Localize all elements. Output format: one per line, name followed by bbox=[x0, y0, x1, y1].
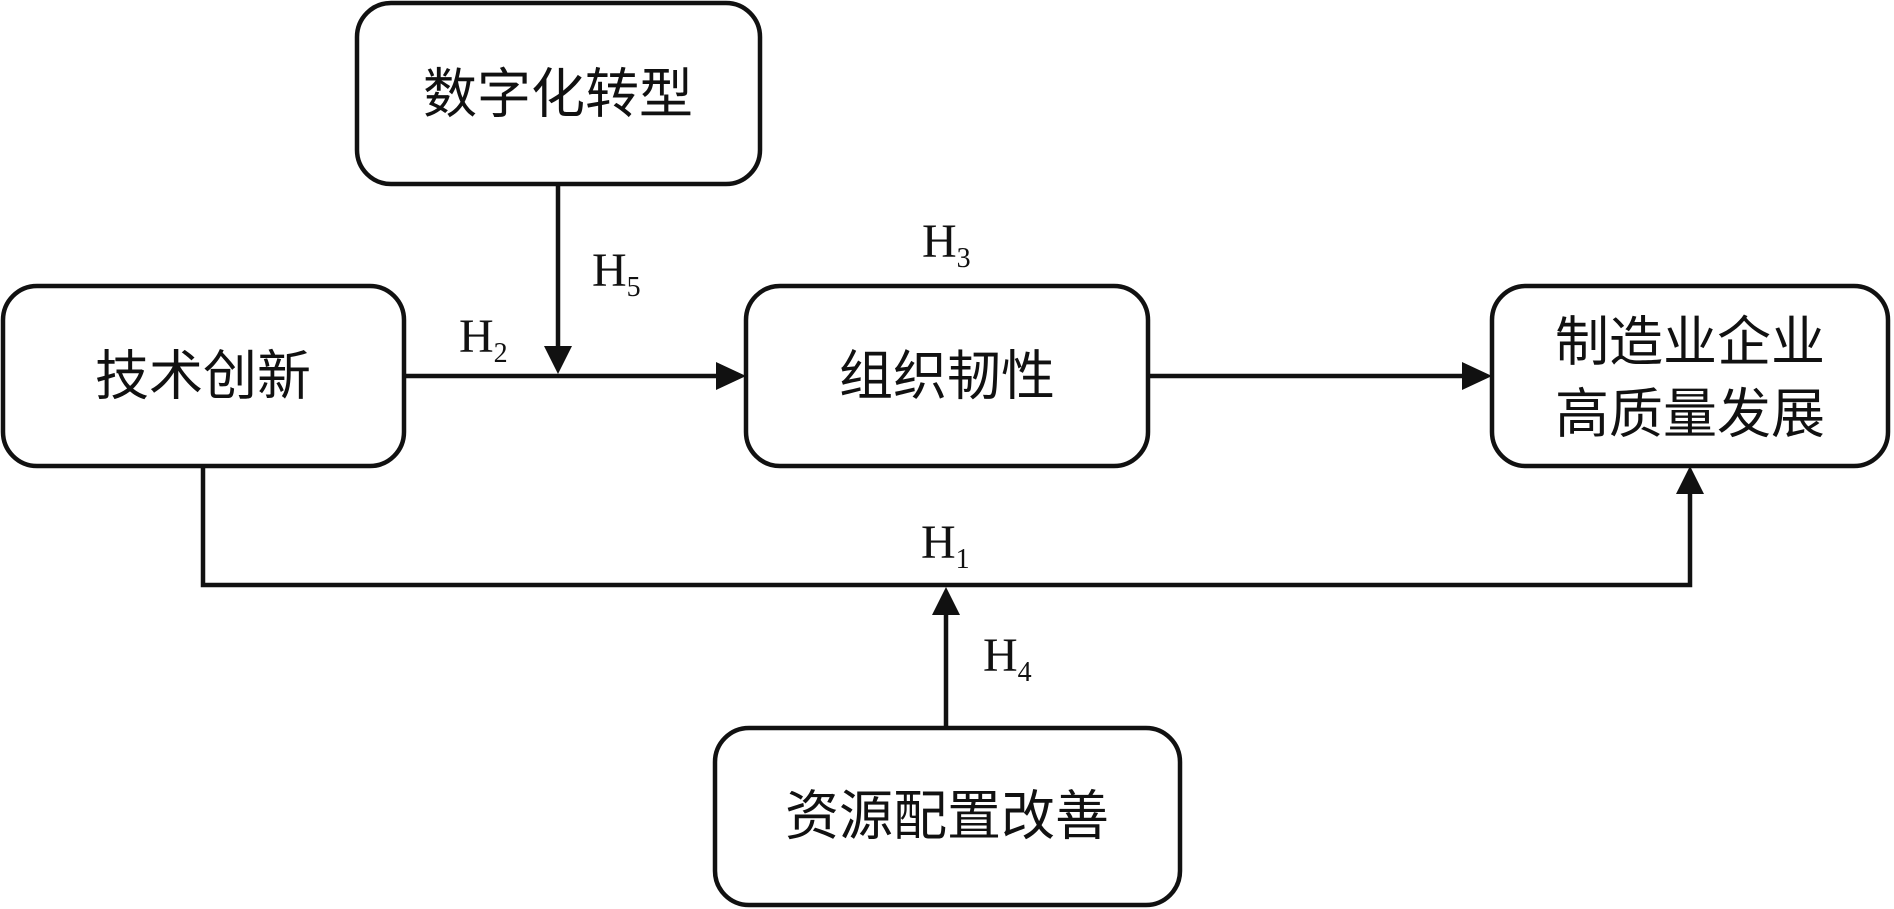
hypothesis-h2-label: H2 bbox=[459, 310, 508, 369]
edge-tech-to-mfg-arrowhead bbox=[1676, 466, 1704, 494]
edge-tech-to-mfg bbox=[200, 466, 1693, 588]
node-manufacturing-label-line2: 高质量发展 bbox=[1555, 383, 1825, 446]
hypothesis-h3-label: H3 bbox=[922, 215, 971, 274]
hypothesis-h1-label: H1 bbox=[921, 516, 970, 575]
node-manufacturing-high-quality-development: 制造业企业 高质量发展 bbox=[1489, 283, 1891, 469]
node-manufacturing-label-line1: 制造业企业 bbox=[1555, 311, 1825, 374]
edge-resource-moderation-arrowhead bbox=[932, 587, 960, 615]
node-technological-innovation: 技术创新 bbox=[0, 283, 407, 469]
hypothesis-h5-label: H5 bbox=[592, 244, 641, 303]
node-organizational-resilience: 组织韧性 bbox=[743, 283, 1151, 469]
node-technological-innovation-label: 技术创新 bbox=[95, 345, 311, 408]
node-resource-allocation-improvement: 资源配置改善 bbox=[712, 725, 1183, 908]
edge-org-to-mfg-arrowhead bbox=[1462, 362, 1492, 390]
edge-digital-moderation-arrowhead bbox=[544, 346, 572, 374]
edge-tech-to-org-arrowhead bbox=[716, 362, 746, 390]
node-digital-transformation-label: 数字化转型 bbox=[423, 63, 693, 126]
node-organizational-resilience-label: 组织韧性 bbox=[839, 345, 1055, 408]
node-digital-transformation: 数字化转型 bbox=[354, 0, 763, 187]
connectors bbox=[200, 184, 1704, 728]
hypothesis-h4-label: H4 bbox=[983, 629, 1032, 688]
hypothesis-labels: H1 H2 H3 H4 H5 bbox=[459, 215, 1032, 688]
node-resource-allocation-improvement-label: 资源配置改善 bbox=[785, 785, 1109, 848]
